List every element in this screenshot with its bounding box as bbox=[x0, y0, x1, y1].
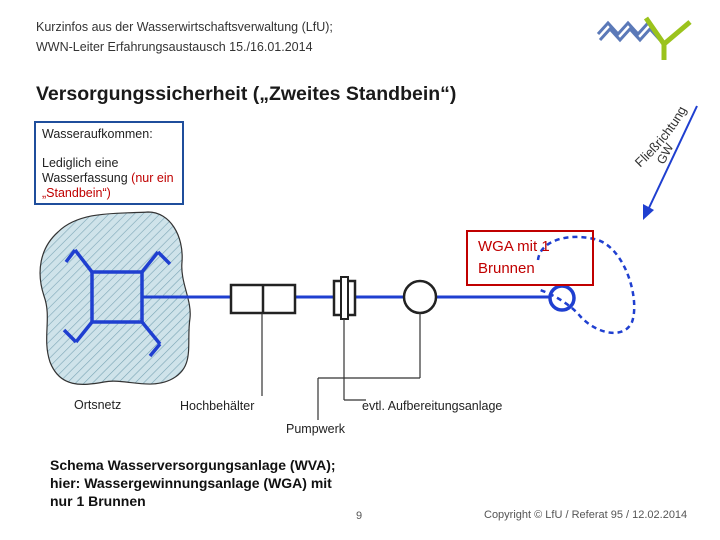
aufbereitung-symbol bbox=[332, 276, 357, 320]
copyright-notice: Copyright © LfU / Referat 95 / 12.02.201… bbox=[484, 509, 688, 521]
info-text-highlight: (nur ein „Standbein“) bbox=[42, 171, 174, 200]
groundwater-flow-curve bbox=[536, 235, 636, 335]
wga-line-2: Brunnen bbox=[478, 260, 535, 277]
pumpwerk-label: Pumpwerk bbox=[286, 422, 346, 436]
page-number: 9 bbox=[356, 510, 363, 522]
header-line-1: Kurzinfos aus der Wasserwirtschaftsverwa… bbox=[36, 20, 333, 34]
brunnen-symbol bbox=[548, 284, 576, 312]
flow-direction-arrow bbox=[643, 105, 698, 220]
caption-line-1: Schema Wasserversorgungsanlage (WVA); bbox=[50, 457, 336, 473]
hochbehaelter-label: Hochbehälter bbox=[180, 399, 255, 413]
wwn-logo bbox=[596, 16, 692, 60]
info-text: Lediglich eine Wasserfassung (nur ein „S… bbox=[42, 156, 176, 201]
callout-lines bbox=[261, 313, 421, 420]
hochbehaelter-symbol bbox=[229, 283, 297, 315]
wga-line-1: WGA mit 1 bbox=[478, 238, 550, 255]
info-text-main: Lediglich eine Wasserfassung bbox=[42, 156, 128, 185]
aufbereitung-label: evtl. Aufbereitungsanlage bbox=[362, 399, 503, 413]
info-heading: Wasseraufkommen: bbox=[42, 127, 153, 141]
wga-callout-box: WGA mit 1 Brunnen bbox=[466, 230, 594, 286]
ortsnetz-network bbox=[62, 248, 172, 358]
pumpwerk-symbol bbox=[402, 279, 438, 315]
page-title: Versorgungssicherheit („Zweites Standbei… bbox=[36, 83, 457, 105]
ortsnetz-label: Ortsnetz bbox=[74, 398, 122, 412]
caption-line-3: nur 1 Brunnen bbox=[50, 493, 146, 509]
schema-caption: Schema Wasserversorgungsanlage (WVA); hi… bbox=[50, 456, 390, 510]
info-box: Wasseraufkommen: Lediglich eine Wasserfa… bbox=[34, 121, 184, 205]
caption-line-2: hier: Wassergewinnungsanlage (WGA) mit bbox=[50, 475, 332, 491]
header-line-2: WWN-Leiter Erfahrungsaustausch 15./16.01… bbox=[36, 40, 313, 54]
